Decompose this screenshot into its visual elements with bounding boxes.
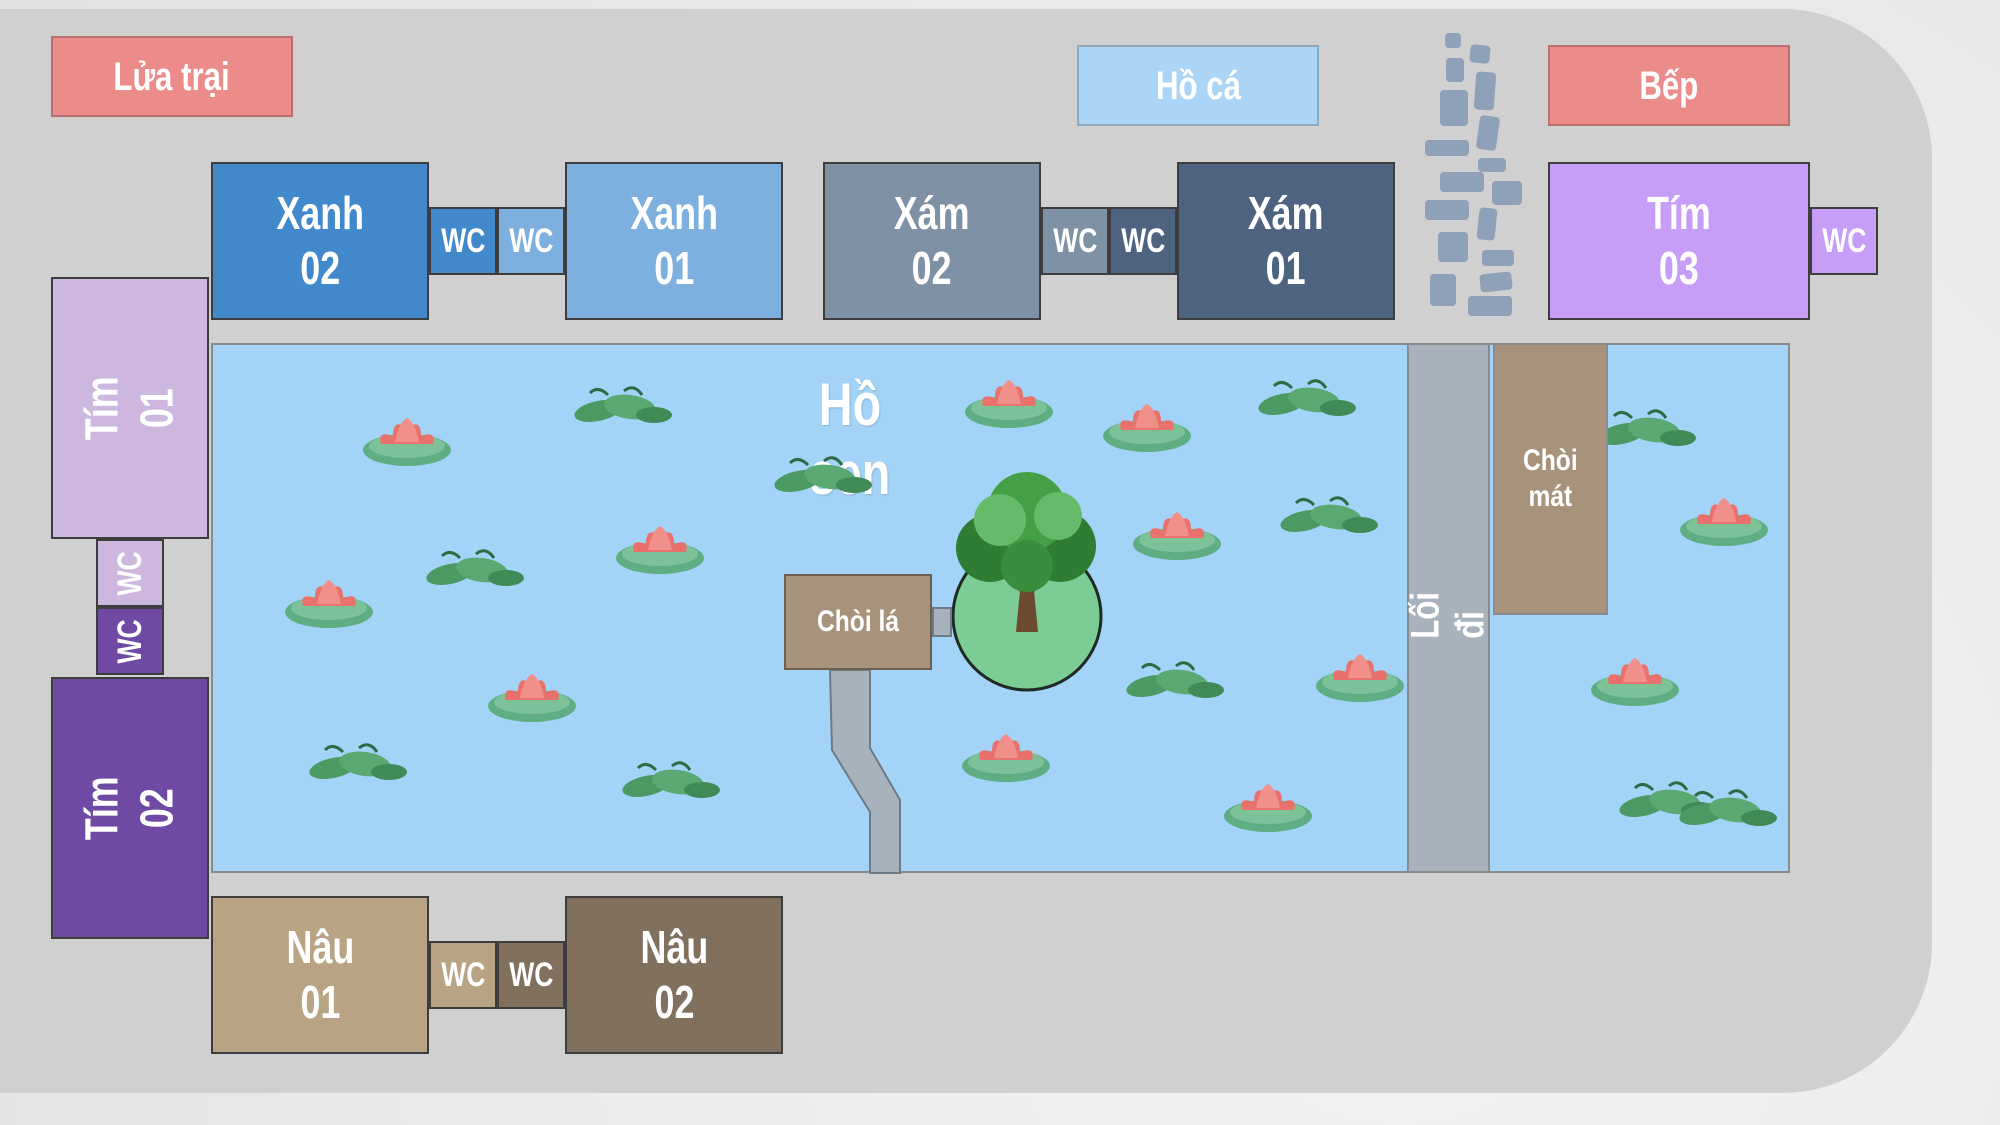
- stepping-stone-icon: [1425, 33, 1522, 316]
- cabin-tim-02[interactable]: Tím 02: [51, 677, 209, 939]
- cabin-nau-02[interactable]: Nâu 02: [565, 896, 783, 1054]
- wc-tim-01[interactable]: WC: [96, 539, 164, 607]
- cool-hut-label: Chòi mát: [1523, 444, 1578, 513]
- kitchen-label: Bếp: [1639, 63, 1699, 108]
- cabin-tim-03-label: Tím 03: [1647, 186, 1711, 294]
- wc-label: WC: [1821, 221, 1867, 260]
- wc-label: WC: [440, 221, 486, 260]
- wc-label: WC: [1120, 221, 1166, 260]
- wc-label: WC: [508, 955, 554, 994]
- wc-tim-03[interactable]: WC: [1810, 207, 1878, 275]
- cabin-xam-01[interactable]: Xám 01: [1177, 162, 1395, 320]
- wc-label: WC: [508, 221, 554, 260]
- cabin-tim-01[interactable]: Tím 01: [51, 277, 209, 539]
- cabin-nau-02-label: Nâu 02: [640, 920, 708, 1028]
- wc-nau-02[interactable]: WC: [497, 941, 565, 1009]
- cabin-nau-01[interactable]: Nâu 01: [211, 896, 429, 1054]
- walkway[interactable]: Lối đi: [1404, 343, 1493, 873]
- wc-xanh-01[interactable]: WC: [497, 207, 565, 275]
- campfire-label: Lửa trại: [113, 54, 231, 99]
- fish-pond-label: Hồ cá: [1155, 63, 1241, 108]
- cabin-nau-01-label: Nâu 01: [286, 920, 354, 1028]
- cabin-tim-03[interactable]: Tím 03: [1548, 162, 1810, 320]
- wc-tim-02[interactable]: WC: [96, 607, 164, 675]
- leaf-hut[interactable]: Chòi lá: [784, 574, 932, 670]
- cool-hut[interactable]: Chòi mát: [1493, 343, 1608, 615]
- leaf-hut-label: Chòi lá: [816, 605, 899, 638]
- wc-nau-01[interactable]: WC: [429, 941, 497, 1009]
- cabin-xam-02[interactable]: Xám 02: [823, 162, 1041, 320]
- cabin-xanh-02-label: Xanh 02: [276, 186, 364, 294]
- cabin-xam-02-label: Xám 02: [894, 186, 970, 294]
- campfire-area[interactable]: Lửa trại: [51, 36, 293, 117]
- cabin-xanh-01-label: Xanh 01: [630, 186, 718, 294]
- fish-pond-area[interactable]: Hồ cá: [1077, 45, 1319, 126]
- wc-xanh-02[interactable]: WC: [429, 207, 497, 275]
- tree-icon: [951, 472, 1103, 692]
- cabin-xanh-01[interactable]: Xanh 01: [565, 162, 783, 320]
- wc-xam-01[interactable]: WC: [1109, 207, 1177, 275]
- wc-xam-02[interactable]: WC: [1041, 207, 1109, 275]
- kitchen-area[interactable]: Bếp: [1548, 45, 1790, 126]
- cabin-xanh-02[interactable]: Xanh 02: [211, 162, 429, 320]
- walkway-label: Lối đi: [1403, 592, 1493, 639]
- wc-label: WC: [1052, 221, 1098, 260]
- cabin-xam-01-label: Xám 01: [1248, 186, 1324, 294]
- wc-label: WC: [440, 955, 486, 994]
